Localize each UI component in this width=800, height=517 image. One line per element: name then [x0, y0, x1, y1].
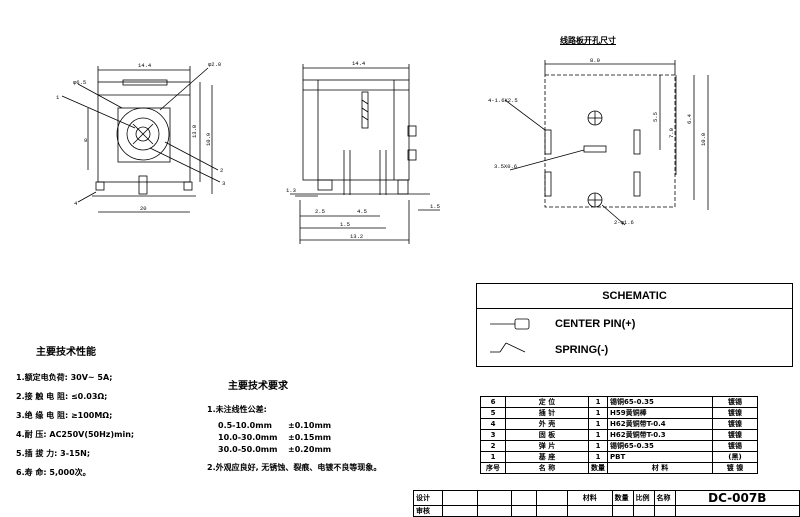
tolerance-range: 30.0-50.0mm — [218, 445, 278, 454]
requirement-1: 1.未注线性公差: — [207, 405, 267, 414]
dim-front-phi2: φ2.0 — [208, 61, 221, 68]
tolerance-range: 10.0-30.0mm — [218, 433, 278, 442]
dim-pcb-holes: 2-φ1.6 — [614, 219, 634, 226]
table-row: 4 外 壳 1 H62黄铜带T-0.4 镀镍 — [480, 418, 758, 430]
dim-side-width: 14.4 — [352, 60, 366, 67]
dim-front-bottom: 20 — [140, 205, 147, 212]
title-block: 设计 材料 数量 比例 名称 DC-007B 审核 — [413, 490, 800, 517]
schematic-center-pin: CENTER PIN(+) — [555, 318, 636, 330]
side-view — [290, 64, 440, 244]
tolerance-value: ±0.10mm — [288, 421, 332, 430]
qty-label: 数量 — [611, 490, 634, 506]
schematic-title: SCHEMATIC — [477, 284, 792, 309]
design-label: 设计 — [413, 490, 443, 506]
dim-front-phi65: φ6.5 — [73, 79, 86, 86]
scale-label: 比例 — [632, 490, 655, 506]
dim-side-25: 2.5 — [315, 208, 325, 215]
material-label: 材料 — [566, 490, 613, 506]
spec-item: 4.耐 压: AC250V(50Hz)min; — [16, 430, 135, 439]
table-row: 2 弹 片 1 锡铜65-0.35 镀锡 — [480, 440, 758, 452]
svg-text:7.0: 7.0 — [668, 128, 675, 138]
schematic-spring: SPRING(-) — [555, 344, 609, 356]
dim-front-h1: 13.0 — [191, 125, 198, 138]
svg-text:6.4: 6.4 — [686, 113, 693, 124]
spec-item: 5.插 拔 力: 3-15N; — [16, 449, 91, 458]
dim-pcb-slots: 4-1.6X2.5 — [488, 97, 518, 104]
dim-pcb-width: 8.0 — [590, 57, 600, 64]
spec-item: 1.额定电负荷: 30V~ 5A; — [16, 373, 113, 382]
dim-pcb-center: 3.5X0.6 — [494, 163, 517, 170]
table-row: 5 插 针 1 H59黄铜棒 镀镍 — [480, 407, 758, 419]
requirements-title: 主要技术要求 — [228, 381, 288, 392]
schematic-symbols — [490, 318, 530, 353]
dim-side-total: 13.2 — [350, 233, 363, 240]
dim-front-width: 14.4 — [138, 62, 152, 69]
table-row: 6 定 位 1 锡铜65-0.35 镀锡 — [480, 396, 758, 408]
dim-side-15a: 1.3 — [286, 187, 296, 194]
front-view — [61, 66, 221, 213]
pcb-view — [504, 60, 709, 226]
schematic-panel: SCHEMATIC CENTER PIN(+) SPRING(-) — [476, 283, 793, 367]
callout-4: 4 — [74, 200, 78, 207]
requirement-2: 2.外观应良好, 无锈蚀、裂痕、电镀不良等现象。 — [207, 463, 382, 472]
dim-front-h2: 10.9 — [205, 133, 212, 146]
tolerance-range: 0.5-10.0mm — [218, 421, 272, 430]
svg-text:5.5: 5.5 — [652, 112, 659, 122]
dim-side-45: 4.5 — [357, 208, 367, 215]
spec-item: 3.绝 缘 电 阻: ≥100MΩ; — [16, 411, 113, 420]
spec-item: 2.接 触 电 阻: ≤0.03Ω; — [16, 392, 108, 401]
review-label: 审核 — [413, 505, 443, 517]
name-label: 名称 — [653, 490, 676, 506]
svg-text:10.0: 10.0 — [700, 133, 707, 146]
tolerance-value: ±0.15mm — [288, 433, 332, 442]
pcb-view-title: 线路板开孔尺寸 — [560, 36, 616, 45]
dim-side-15b: 1.5 — [430, 203, 440, 210]
table-row: 1 基 座 1 PBT (黑) — [480, 451, 758, 463]
tolerance-value: ±0.20mm — [288, 445, 332, 454]
table-row: 3 固 板 1 H62黄铜带T-0.3 镀镍 — [480, 429, 758, 441]
callout-1: 1 — [56, 94, 60, 101]
model-number: DC-007B — [674, 490, 800, 506]
callout-2: 2 — [220, 167, 223, 174]
dim-front-9: 9 — [84, 137, 87, 144]
table-header-row: 序号 名 称 数量 材 料 镀 镍 — [480, 462, 758, 474]
bom-table: 6 定 位 1 锡铜65-0.35 镀锡 5 插 针 1 H59黄铜棒 镀镍 4… — [480, 396, 758, 474]
dim-side-a: 1.5 — [340, 221, 350, 228]
spec-item: 6.寿 命: 5,000次。 — [16, 468, 91, 477]
specs-title: 主要技术性能 — [36, 347, 96, 358]
callout-3: 3 — [222, 180, 225, 187]
